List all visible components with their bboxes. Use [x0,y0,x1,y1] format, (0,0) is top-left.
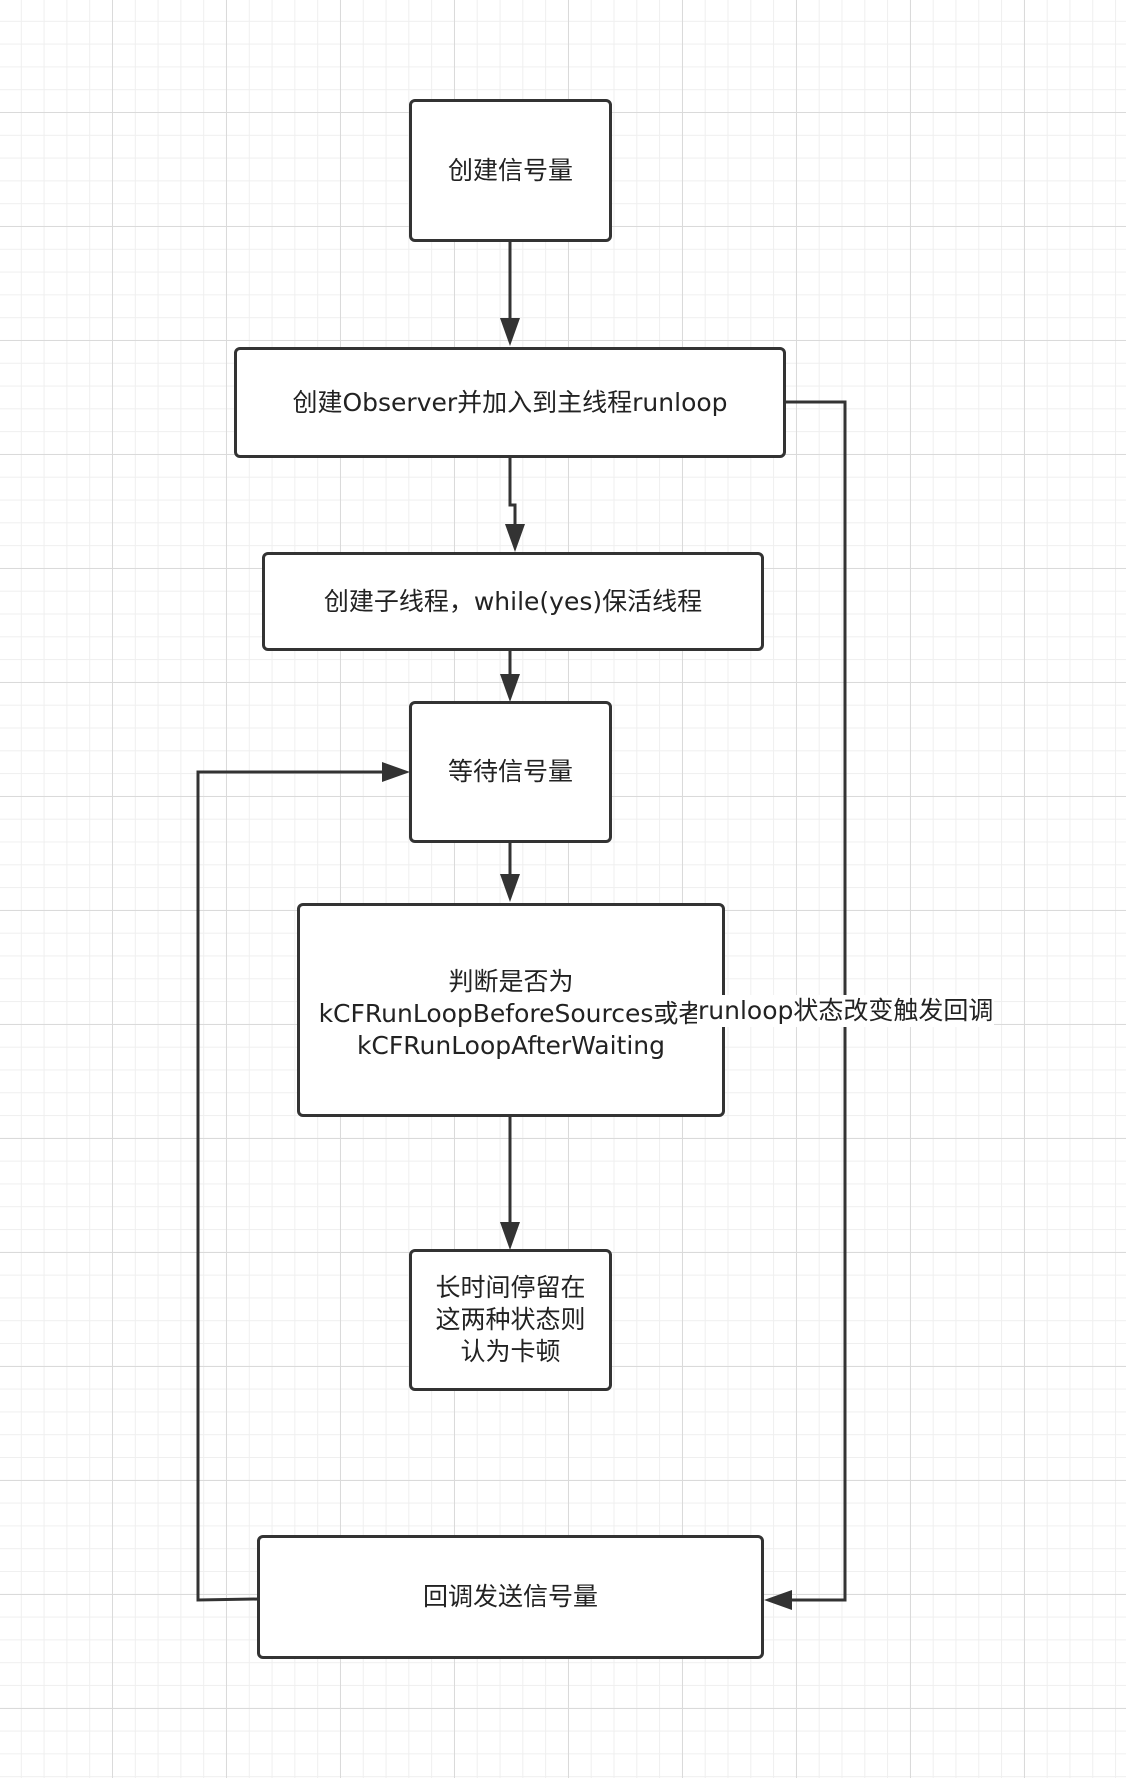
node-judge-state-label: 判断是否为 kCFRunLoopBeforeSources或者 kCFRunLo… [319,966,704,1062]
edge-callback-to-wait [196,762,410,1602]
node-create-observer[interactable]: 创建Observer并加入到主线程runloop [234,347,786,458]
edge-label-runloop-change: runloop状态改变触发回调 [697,995,995,1027]
edge-wait-to-judge [500,843,520,902]
edge-judge-to-stall [500,1117,520,1250]
node-stall[interactable]: 长时间停留在 这两种状态则 认为卡顿 [409,1249,612,1391]
edge-thread-to-wait [500,651,520,702]
node-create-semaphore-label: 创建信号量 [447,155,573,185]
node-judge-line2: kCFRunLoopBeforeSources或者 [318,999,704,1028]
node-stall-line1: 长时间停留在 [435,1273,586,1302]
edge-observer-to-thread [505,458,525,552]
node-stall-line2: 这两种状态则 [435,1305,586,1334]
node-create-thread-label: 创建子线程，while(yes)保活线程 [323,586,703,616]
node-create-thread[interactable]: 创建子线程，while(yes)保活线程 [262,552,764,651]
node-wait-semaphore-label: 等待信号量 [447,757,573,786]
edge-semaphore-to-observer [500,242,520,346]
node-judge-line1: 判断是否为 [448,967,574,996]
node-create-semaphore[interactable]: 创建信号量 [409,99,612,242]
node-wait-semaphore[interactable]: 等待信号量 [409,701,612,843]
node-callback-signal[interactable]: 回调发送信号量 [257,1535,764,1659]
node-judge-line3: kCFRunLoopAfterWaiting [356,1031,666,1060]
node-create-observer-label: 创建Observer并加入到主线程runloop [292,387,728,417]
node-judge-state[interactable]: 判断是否为 kCFRunLoopBeforeSources或者 kCFRunLo… [297,903,725,1117]
node-stall-line3: 认为卡顿 [460,1337,561,1366]
node-callback-signal-label: 回调发送信号量 [422,1582,598,1611]
node-stall-label: 长时间停留在 这两种状态则 认为卡顿 [435,1272,585,1368]
